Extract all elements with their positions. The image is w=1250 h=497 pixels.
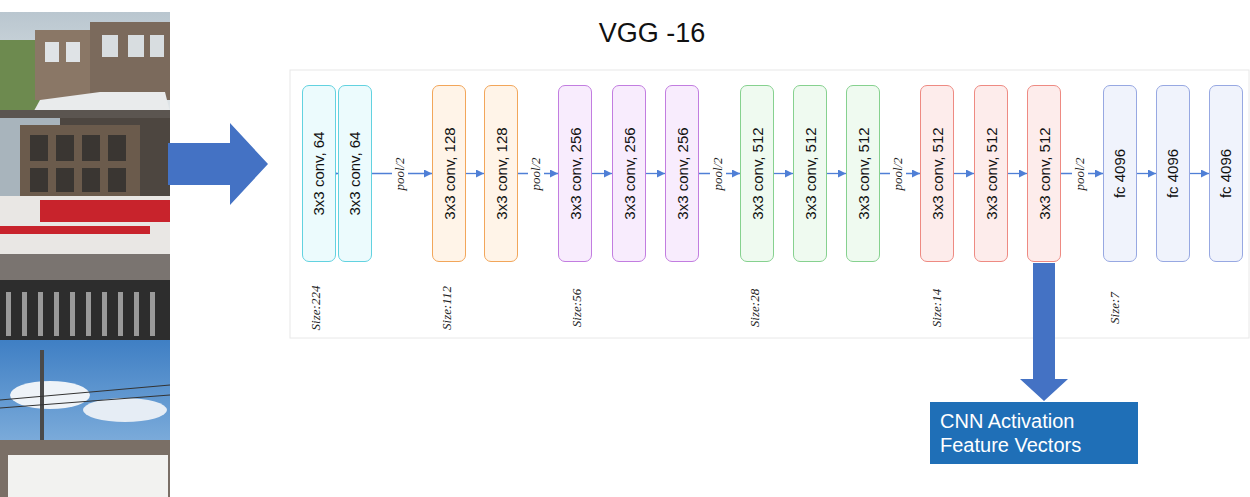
output-label: CNN Activation Feature Vectors [940, 409, 1128, 457]
layer-label: 3x3 conv, 512 [749, 127, 766, 219]
layer-box: fc 4096 [1103, 85, 1137, 262]
layer-label: 3x3 conv, 64 [347, 132, 364, 216]
layer-label: 3x3 conv, 256 [674, 127, 691, 219]
layer-label: fc 4096 [1218, 149, 1235, 198]
street-photo [0, 280, 170, 340]
layer-label: 3x3 conv, 512 [802, 127, 819, 219]
layer-label: 3x3 conv, 256 [621, 127, 638, 219]
flow-arrow [1190, 173, 1209, 174]
flow-arrow [646, 173, 665, 174]
layer-box: 3x3 conv, 128 [484, 85, 518, 262]
flow-arrow [774, 173, 793, 174]
size-label: Size:14 [929, 289, 945, 327]
layer-box: 3x3 conv, 256 [612, 85, 646, 262]
layer-box: 3x3 conv, 256 [665, 85, 699, 262]
layer-box: 3x3 conv, 512 [846, 85, 880, 262]
layer-box: 3x3 conv, 512 [920, 85, 954, 262]
pool-label: pool/2 [528, 155, 544, 192]
layer-label: 3x3 conv, 512 [1036, 127, 1053, 219]
layer-box: 3x3 conv, 64 [302, 85, 336, 262]
size-label: Size:56 [569, 289, 585, 327]
layer-box: 3x3 conv, 512 [740, 85, 774, 262]
pool-label: pool/2 [710, 155, 726, 192]
diagram-title: VGG -16 [599, 18, 706, 49]
layer-label: 3x3 conv, 512 [855, 127, 872, 219]
street-photo [0, 12, 170, 118]
layer-box: 3x3 conv, 512 [793, 85, 827, 262]
layer-label: 3x3 conv, 256 [567, 127, 584, 219]
flow-arrow [592, 173, 612, 174]
panel [290, 70, 1249, 338]
layer-label: 3x3 conv, 128 [441, 127, 458, 219]
layer-box: fc 4096 [1156, 85, 1190, 262]
street-photo [0, 340, 170, 497]
layer-box: 3x3 conv, 512 [974, 85, 1008, 262]
layer-label: fc 4096 [1112, 149, 1129, 198]
size-label: Size:224 [308, 286, 324, 331]
flow-arrow [1020, 263, 1068, 401]
pool-label: pool/2 [392, 155, 408, 192]
layer-label: 3x3 conv, 128 [493, 127, 510, 219]
layer-label: fc 4096 [1165, 149, 1182, 198]
input-arrow [168, 123, 268, 205]
pool-label: pool/2 [890, 155, 906, 192]
flow-arrow [954, 173, 974, 174]
pool-label: pool/2 [1072, 155, 1088, 192]
layer-label: 3x3 conv, 512 [983, 127, 1000, 219]
flow-arrow [1008, 173, 1027, 174]
layer-label: 3x3 conv, 512 [929, 127, 946, 219]
layer-box: 3x3 conv, 128 [432, 85, 466, 262]
flow-arrow [1137, 173, 1156, 174]
output-box: CNN Activation Feature Vectors [930, 402, 1138, 464]
size-label: Size:28 [747, 289, 763, 327]
layer-box: 3x3 conv, 512 [1027, 85, 1061, 262]
flow-arrow [827, 173, 846, 174]
layer-box: 3x3 conv, 256 [558, 85, 592, 262]
layer-label: 3x3 conv, 64 [311, 132, 328, 216]
street-photo [0, 118, 170, 280]
layer-box: 3x3 conv, 64 [338, 85, 372, 262]
size-label: Size:112 [439, 286, 455, 330]
size-label: Size:7 [1107, 292, 1123, 324]
flow-arrow [466, 173, 484, 174]
layer-box: fc 4096 [1209, 85, 1243, 262]
